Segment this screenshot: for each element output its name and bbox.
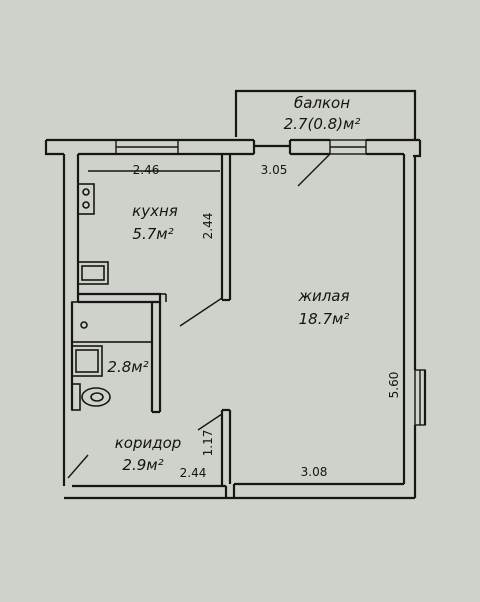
dim-kitchen-depth: 2.44 [201,213,215,240]
dim-kitchen-width: 2.46 [133,163,160,177]
toilet-icon [71,383,111,411]
kitchen-area: 5.7м² [132,225,173,243]
bathtub-icon [71,301,153,343]
dim-living-bottom: 3.08 [301,465,328,479]
living-name: жилая [297,287,349,305]
living-area: 18.7м² [299,310,350,328]
bathroom-area: 2.8м² [107,358,148,376]
balcony-outline [234,89,417,140]
windows [115,139,426,426]
dim-corridor-depth: 1.17 [201,430,215,457]
corridor-name: коридор [115,434,182,452]
corridor-area: 2.9м² [122,456,163,474]
kitchen-name: кухня [132,202,178,220]
stove-icon [77,183,95,215]
sink-icon [77,261,109,285]
washbasin-icon [71,345,103,377]
dim-corridor-width: 2.44 [180,466,207,480]
kitchen-counter [160,293,167,302]
balcony-name: балкон [294,94,350,112]
door-swings [67,153,331,479]
balcony-area: 2.7(0.8)м² [284,115,361,133]
dim-living-top: 3.05 [261,163,288,177]
dim-living-depth: 5.60 [387,372,401,399]
